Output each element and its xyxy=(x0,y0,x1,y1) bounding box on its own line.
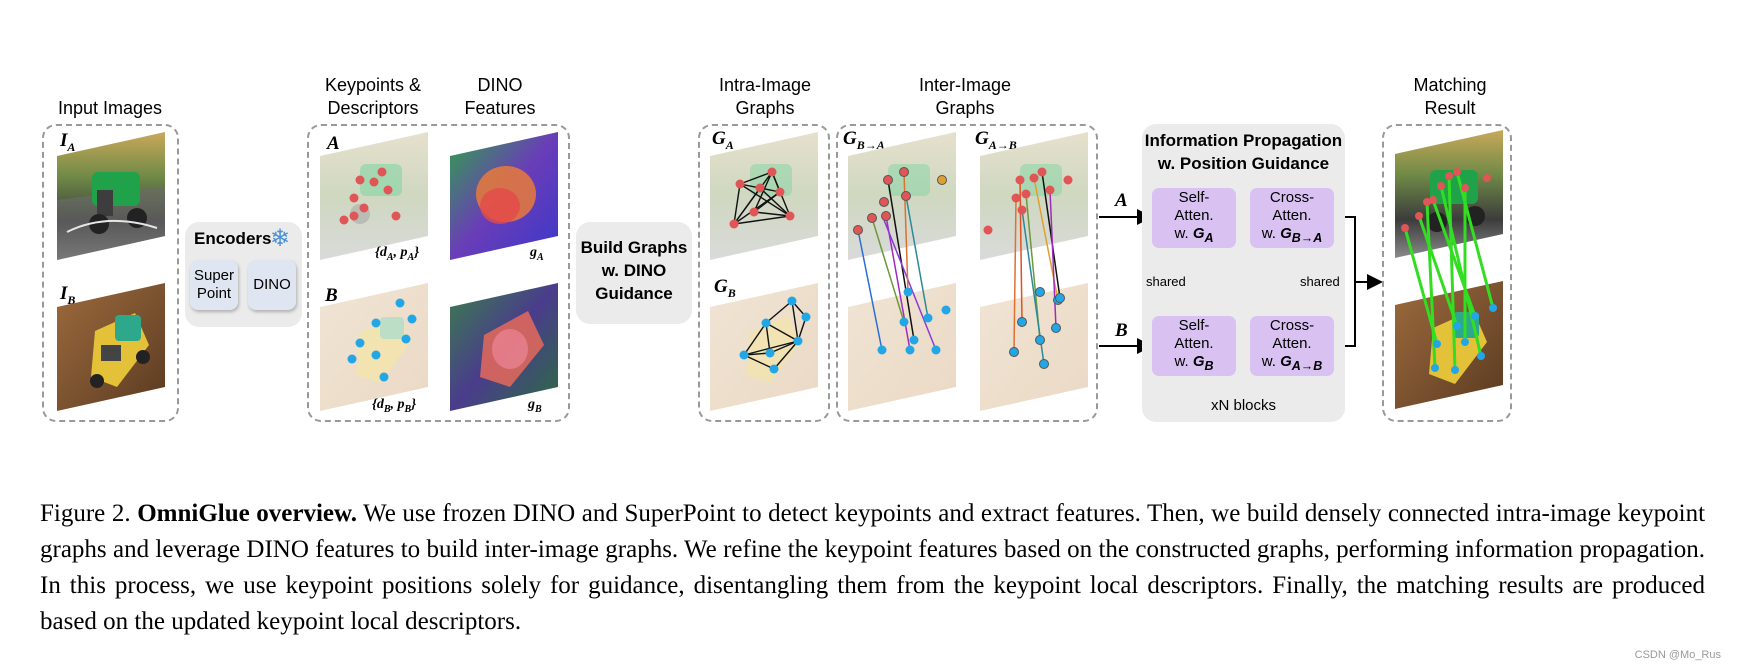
watermark: CSDN @Mo_Rus xyxy=(1634,649,1721,661)
stream-a-label: A xyxy=(1115,190,1128,211)
shared-label-left: shared xyxy=(1146,274,1186,289)
self-attention-b-line1: Self- xyxy=(1178,317,1210,334)
stream-b-label: B xyxy=(1115,320,1128,341)
inter-graph-a-to-b xyxy=(980,132,1088,411)
cross-attention-a-line1: Cross- xyxy=(1269,189,1315,206)
header-dino-line1: DINO xyxy=(477,75,523,95)
propagation-title-line2: w. Position Guidance xyxy=(1157,154,1330,173)
header-matching-line2: Result xyxy=(1424,98,1476,118)
header-inter-line2: Graphs xyxy=(935,98,995,118)
header-intra-image-graphs: Intra-Image Graphs xyxy=(705,74,825,120)
cross-attention-a-line2: Atten. xyxy=(1272,207,1312,224)
matching-result-panel xyxy=(1382,124,1512,422)
intra-graph-a xyxy=(710,132,818,260)
descriptors-b-label: {dB, pB} xyxy=(372,397,417,415)
label-keypoints-b: B xyxy=(325,285,338,306)
superpoint-line1: Super xyxy=(193,267,235,284)
build-graphs-label: Build Graphs w. DINO Guidance xyxy=(576,236,692,305)
cross-attention-b: Cross- Atten. w. GA→B xyxy=(1250,316,1334,376)
label-image-a: IA xyxy=(60,130,76,154)
cross-attention-a-line3: w. GB→A xyxy=(1261,225,1323,245)
self-attention-b-line3: w. GB xyxy=(1174,353,1214,373)
label-graph-a-to-b: GA→B xyxy=(975,128,1017,152)
intra-graph-b xyxy=(710,283,818,411)
matching-result-image xyxy=(1395,130,1503,409)
caption-figure-label: Figure 2. xyxy=(40,500,131,527)
propagation-title-line1: Information Propagation xyxy=(1144,131,1343,150)
header-dino-features: DINO Features xyxy=(445,74,555,120)
dino-encoder: DINO xyxy=(248,260,296,310)
encoders-title: Encoders xyxy=(194,229,272,248)
header-intra-line2: Graphs xyxy=(735,98,795,118)
self-attention-a-line3: w. GA xyxy=(1174,225,1214,245)
header-keypoints-line1: Keypoints & xyxy=(324,75,422,95)
label-graph-b-to-a: GB→A xyxy=(843,128,885,152)
xn-blocks-label: xN blocks xyxy=(1210,397,1277,414)
header-keypoints-line2: Descriptors xyxy=(327,98,419,118)
header-intra-line1: Intra-Image xyxy=(718,75,812,95)
superpoint-line2: Point xyxy=(196,285,232,302)
dino-features-b xyxy=(450,283,558,411)
header-input-images: Input Images xyxy=(57,98,163,118)
dino-features-b-label: gB xyxy=(528,397,542,415)
build-graphs-line1: Build Graphs xyxy=(580,238,688,257)
cross-attention-b-line3: w. GA→B xyxy=(1261,353,1323,373)
self-attention-a: Self- Atten. w. GA xyxy=(1152,188,1236,248)
input-image-b xyxy=(57,283,165,411)
header-inter-image-graphs: Inter-Image Graphs xyxy=(905,74,1025,120)
self-attention-b: Self- Atten. w. GB xyxy=(1152,316,1236,376)
inter-graph-b-to-a xyxy=(848,132,956,411)
descriptors-a-label: {dA, pA} xyxy=(375,245,420,263)
header-dino-line2: Features xyxy=(464,98,536,118)
snowflake-icon: ❄ xyxy=(270,225,291,252)
label-graph-a: GA xyxy=(712,128,734,152)
shared-label-right: shared xyxy=(1300,274,1340,289)
propagation-title: Information Propagation w. Position Guid… xyxy=(1142,129,1345,175)
header-inter-line1: Inter-Image xyxy=(918,75,1012,95)
cross-attention-a: Cross- Atten. w. GB→A xyxy=(1250,188,1334,248)
label-graph-b: GB xyxy=(714,276,736,300)
figure-caption: Figure 2. OmniGlue overview. We use froz… xyxy=(40,496,1705,640)
keypoints-image-a xyxy=(320,132,428,260)
label-image-b: IB xyxy=(60,283,76,307)
self-attention-a-line2: Atten. xyxy=(1174,207,1214,224)
build-graphs-line2: w. DINO xyxy=(601,261,667,280)
cross-attention-b-line2: Atten. xyxy=(1272,335,1312,352)
input-images-panel xyxy=(42,124,179,422)
dino-features-a xyxy=(450,132,558,260)
header-matching-result: Matching Result xyxy=(1395,74,1505,120)
inter-image-graphs-panel xyxy=(836,124,1098,422)
label-keypoints-a: A xyxy=(327,133,340,154)
keypoints-image-b xyxy=(320,283,428,411)
self-attention-a-line1: Self- xyxy=(1178,189,1210,206)
keypoints-dino-panel xyxy=(307,124,570,422)
input-image-a xyxy=(57,132,165,260)
caption-body: We use frozen DINO and SuperPoint to det… xyxy=(40,500,1706,635)
cross-attention-b-line1: Cross- xyxy=(1269,317,1315,334)
build-graphs-box xyxy=(576,222,692,324)
self-attention-b-line2: Atten. xyxy=(1174,335,1214,352)
dino-features-a-label: gA xyxy=(530,245,544,263)
header-matching-line1: Matching xyxy=(1413,75,1487,95)
build-graphs-line3: Guidance xyxy=(595,284,673,303)
header-keypoints-descriptors: Keypoints & Descriptors xyxy=(318,74,428,120)
intra-image-graphs-panel xyxy=(698,124,830,422)
caption-bold-title: OmniGlue overview. xyxy=(137,500,357,527)
